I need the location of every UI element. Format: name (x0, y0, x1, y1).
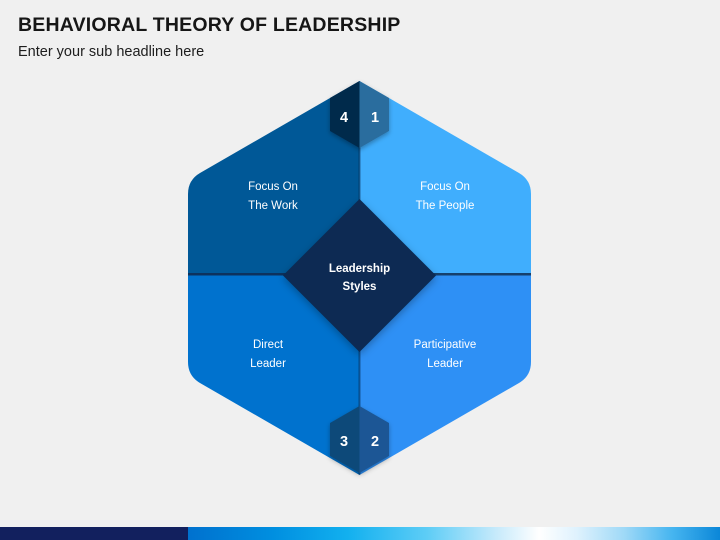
badge-number-3: 3 (340, 434, 348, 450)
page-subtitle: Enter your sub headline here (18, 44, 205, 61)
footer-bar-navy-segment (0, 527, 188, 540)
label-participative-leader-line2: Leader (427, 358, 463, 370)
badge-3-shape[interactable] (330, 406, 360, 473)
leadership-hexagon-diagram: Leadership Styles Focus On The Work Focu… (188, 81, 531, 475)
badge-number-2: 2 (371, 434, 379, 450)
label-focus-on-the-work-line1: Focus On (248, 181, 298, 193)
slide-header: BEHAVIORAL THEORY OF LEADERSHIP Enter yo… (18, 14, 678, 61)
center-label-line2: Styles (343, 281, 377, 293)
badge-top[interactable] (330, 81, 389, 148)
badge-bottom[interactable] (330, 406, 389, 473)
center-diamond[interactable] (283, 199, 436, 352)
label-direct-leader-line2: Leader (250, 358, 286, 370)
badge-number-1: 1 (371, 110, 379, 126)
footer-accent-bar (0, 527, 720, 540)
footer-bar-gradient-segment (188, 527, 720, 540)
page-title: BEHAVIORAL THEORY OF LEADERSHIP (18, 14, 401, 36)
label-focus-on-the-people-line2: The People (416, 200, 475, 212)
label-focus-on-the-work-line2: The Work (248, 200, 298, 212)
label-participative-leader-line1: Participative (414, 339, 477, 351)
label-direct-leader-line1: Direct (253, 339, 284, 351)
badge-number-4: 4 (340, 110, 348, 126)
badge-4-shape[interactable] (330, 81, 360, 148)
center-label-line1: Leadership (329, 263, 390, 275)
badge-2-shape[interactable] (359, 406, 390, 473)
label-focus-on-the-people-line1: Focus On (420, 181, 470, 193)
badge-1-shape[interactable] (359, 81, 390, 148)
